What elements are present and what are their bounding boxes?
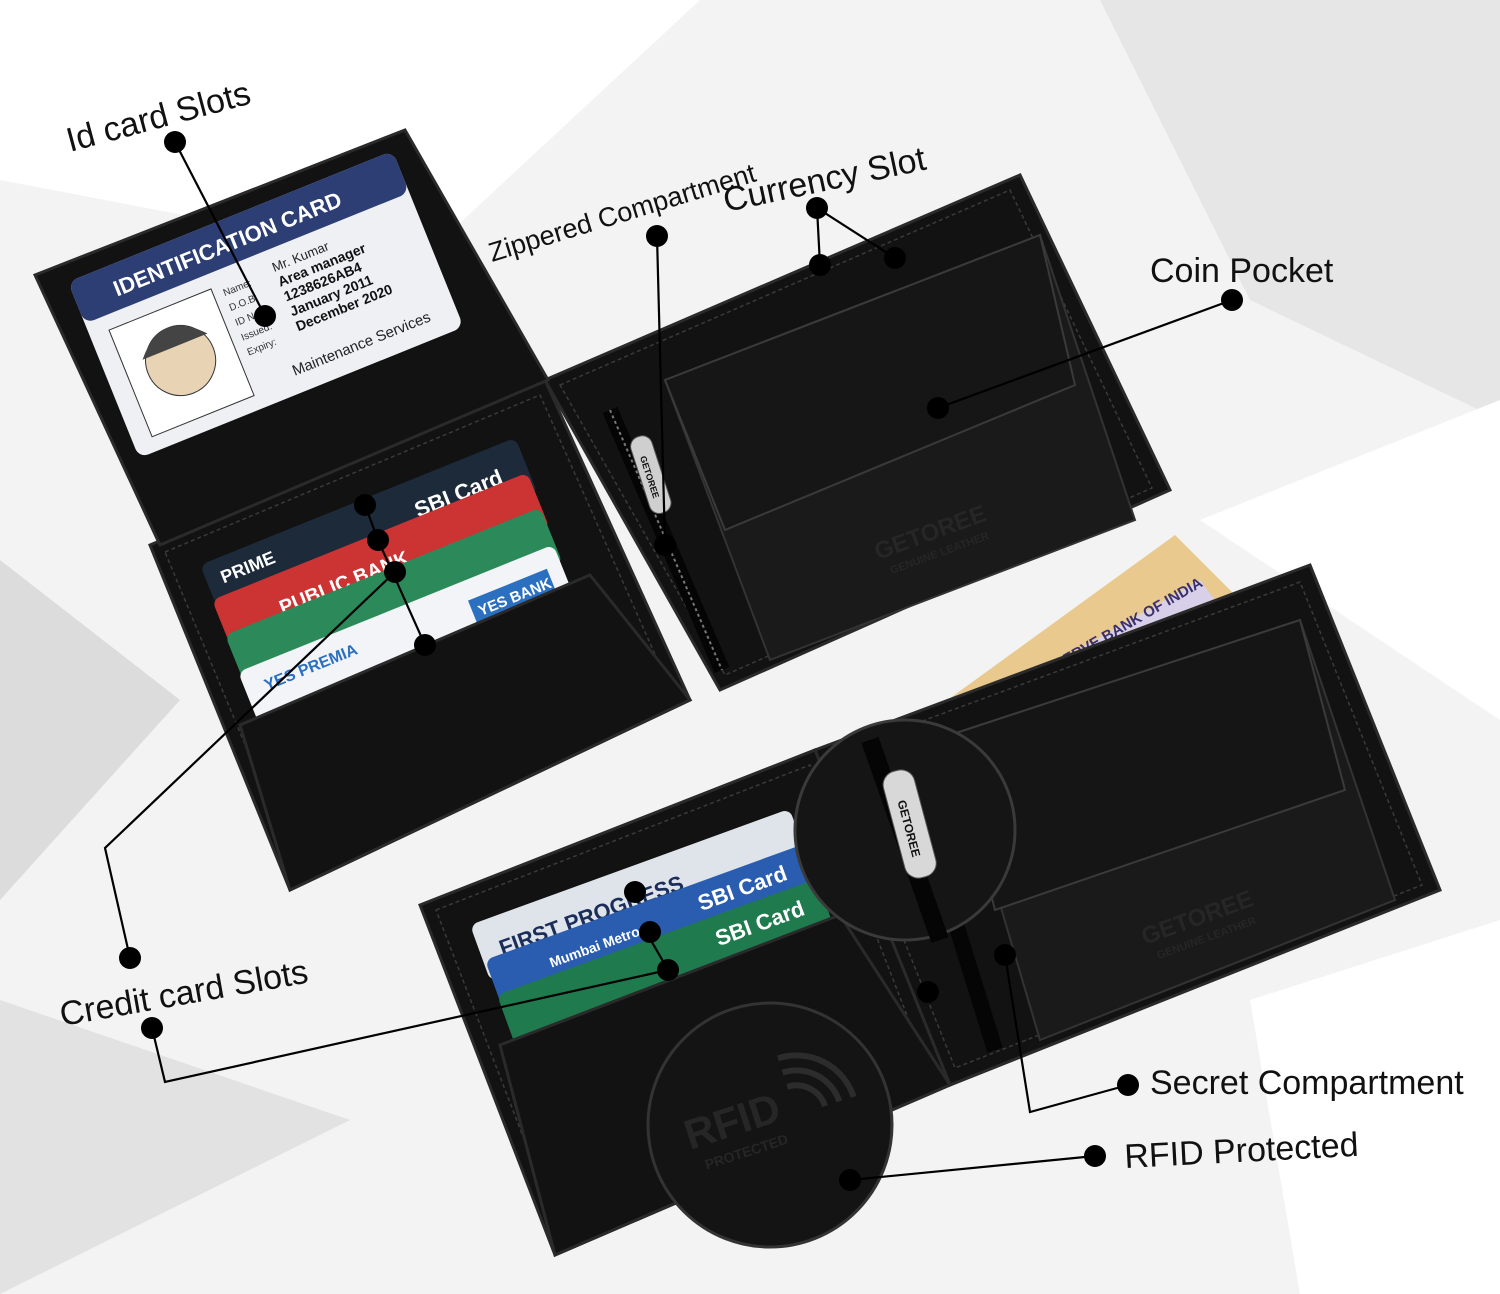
coin-pocket-flap bbox=[663, 233, 1077, 532]
label-secret-compartment: Secret Compartment bbox=[1150, 1064, 1464, 1102]
credit-cards-top: SBI Card PRIME PUBLIC BANK YES BANK YES … bbox=[202, 440, 693, 893]
zipper-pull-large: GETOREE bbox=[882, 769, 937, 879]
leader-lines bbox=[103, 131, 1243, 1191]
wireless-icon bbox=[777, 1052, 857, 1108]
bottom-wallet: RESERVE BANK OF INDIA GETOREE GENUINE LE… bbox=[418, 535, 1442, 1258]
label-coin-pocket: Coin Pocket bbox=[1150, 252, 1334, 290]
